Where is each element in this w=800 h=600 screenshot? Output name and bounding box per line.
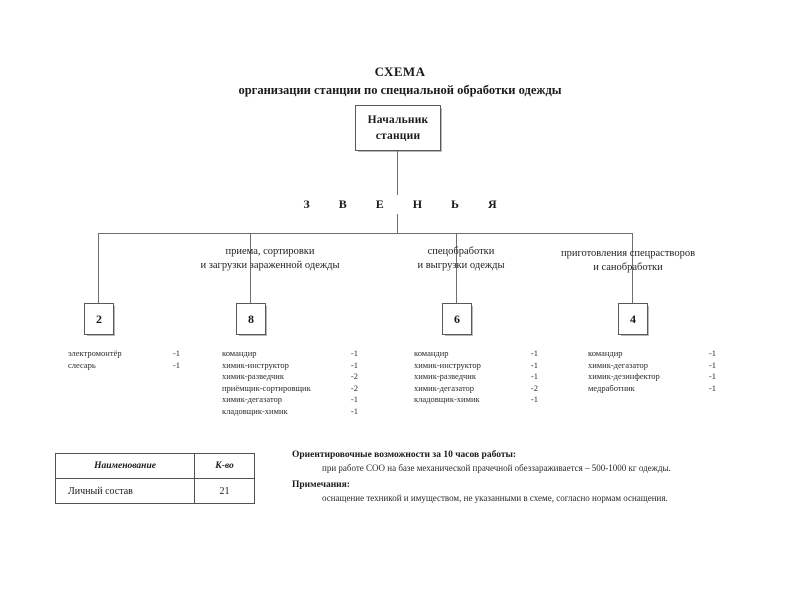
title-subtitle: организации станции по специальной обраб…	[238, 83, 562, 97]
staff-role: медработник	[588, 382, 635, 393]
branch-label-line-2: и выгрузки одежды	[417, 260, 505, 271]
branch-label-line-1: приготовления спецрастворов	[560, 248, 696, 259]
staff-role: кладовщик-химик	[222, 405, 288, 416]
staff-role: химик-дезинфектор	[588, 371, 660, 382]
page-title: СХЕМА организации станции по специальной…	[0, 64, 800, 98]
connector-drop-unit-3	[456, 233, 457, 303]
staff-list-unit-4: командир -1 химик-дегазатор -1 химик-дез…	[588, 348, 716, 394]
staff-row: химик-дегазатор -2	[414, 383, 538, 395]
staff-role: командир	[414, 348, 449, 358]
connector-drop-unit-4	[632, 233, 633, 303]
connector-drop-unit-1	[98, 233, 99, 303]
table-header-qty: К-во	[194, 453, 255, 479]
staff-row: химик-инструктор -1	[222, 360, 358, 372]
connector-drop-unit-2	[250, 233, 251, 303]
staff-qty: -1	[350, 405, 358, 416]
staff-row: химик-разведчик -2	[222, 371, 358, 383]
staff-qty: -2	[350, 371, 358, 382]
staff-row: кладовщик-химик -1	[222, 406, 358, 418]
staff-row: кладовщик-химик -1	[414, 394, 538, 406]
staff-role: приёмщик-сортировщик	[222, 382, 311, 393]
table-cell-name: Личный состав	[54, 478, 196, 504]
title-main: СХЕМА	[374, 64, 426, 79]
count-box-unit-3: 6	[442, 303, 472, 335]
staff-role: командир	[222, 348, 257, 358]
staff-qty: -1	[708, 359, 716, 370]
staff-qty: -2	[530, 382, 538, 393]
branch-label-line-1: приема, сортировки	[225, 246, 315, 257]
count-box-unit-4: 4	[618, 303, 648, 335]
staff-role: химик-инструктор	[414, 359, 481, 370]
count-value: 8	[248, 311, 254, 326]
count-box-unit-1: 2	[84, 303, 114, 335]
branch-label-line-2: и санобработки	[593, 262, 663, 273]
connector-units-trunk	[397, 214, 398, 233]
note-remarks: Примечания: оснащение техникой и имущест…	[292, 479, 762, 505]
branch-label-solutions-sanitation: приготовления спецрастворов и санобработ…	[528, 247, 728, 275]
staff-qty: -1	[530, 348, 538, 358]
table-cell-qty: 21	[194, 478, 255, 504]
note-heading: Примечания:	[292, 480, 350, 490]
staff-role: химик-дегазатор	[414, 382, 475, 393]
staff-row: медработник -1	[588, 383, 716, 395]
staff-qty: -1	[530, 371, 538, 382]
summary-table: Наименование К-во Личный состав 21	[54, 453, 255, 504]
staff-row: командир -1	[414, 348, 538, 360]
staff-qty: -1	[708, 371, 716, 382]
staff-role: кладовщик-химик	[414, 394, 480, 405]
staff-role: электромонтёр	[68, 348, 122, 358]
table-header-row: Наименование К-во	[54, 453, 255, 479]
connector-horizontal-bus	[98, 233, 633, 234]
staff-row: командир -1	[222, 348, 358, 360]
staff-row: приёмщик-сортировщик -2	[222, 383, 358, 395]
staff-row: химик-инструктор -1	[414, 360, 538, 372]
table-header-name: Наименование	[54, 453, 196, 479]
staff-qty: -2	[350, 382, 358, 393]
branch-label-special-treatment: спецобработки и выгрузки одежды	[386, 245, 536, 273]
staff-role: химик-дегазатор	[588, 359, 649, 370]
node-chief-of-station: Начальник станции	[355, 105, 441, 151]
staff-row: химик-разведчик -1	[414, 371, 538, 383]
staff-row: химик-дегазатор -1	[588, 360, 716, 372]
staff-qty: -1	[530, 359, 538, 370]
staff-qty: -1	[708, 382, 716, 393]
branch-label-line-2: и загрузки зараженной одежды	[200, 260, 340, 271]
count-box-unit-2: 8	[236, 303, 266, 335]
staff-row: электромонтёр -1	[68, 348, 180, 360]
staff-qty: -1	[350, 348, 358, 358]
note-body: оснащение техникой и имуществом, не указ…	[322, 493, 668, 503]
staff-row: слесарь -1	[68, 360, 180, 372]
staff-row: химик-дегазатор -1	[222, 394, 358, 406]
staff-role: химик-разведчик	[222, 371, 284, 382]
staff-row: командир -1	[588, 348, 716, 360]
units-heading: З В Е Н Ь Я	[303, 197, 510, 211]
count-value: 4	[630, 311, 636, 326]
staff-qty: -1	[172, 359, 180, 370]
count-value: 6	[454, 311, 460, 326]
note-body: при работе СОО на базе механической прач…	[322, 463, 671, 473]
staff-qty: -1	[530, 394, 538, 405]
chief-line-1: Начальник	[367, 114, 429, 126]
note-heading: Ориентировочные возможности за 10 часов …	[292, 450, 517, 460]
staff-row: химик-дезинфектор -1	[588, 371, 716, 383]
staff-list-unit-2: командир -1 химик-инструктор -1 химик-ра…	[222, 348, 358, 418]
staff-role: химик-разведчик	[414, 371, 476, 382]
staff-list-unit-3: командир -1 химик-инструктор -1 химик-ра…	[414, 348, 538, 406]
connector-chief-trunk	[397, 151, 398, 195]
branch-label-line-1: спецобработки	[427, 246, 495, 257]
staff-role: химик-инструктор	[222, 359, 289, 370]
table-row: Личный состав 21	[54, 478, 255, 504]
staff-role: командир	[588, 348, 623, 358]
staff-qty: -1	[350, 394, 358, 405]
count-value: 2	[96, 311, 102, 326]
chief-line-2: станции	[375, 130, 421, 142]
staff-qty: -1	[708, 348, 716, 358]
staff-qty: -1	[172, 348, 180, 358]
staff-role: химик-дегазатор	[222, 394, 283, 405]
note-capacity: Ориентировочные возможности за 10 часов …	[292, 449, 762, 475]
staff-list-unit-1: электромонтёр -1 слесарь -1	[68, 348, 180, 371]
staff-role: слесарь	[68, 359, 96, 370]
staff-qty: -1	[350, 359, 358, 370]
branch-label-reception-sorting: приема, сортировки и загрузки зараженной…	[155, 245, 385, 273]
